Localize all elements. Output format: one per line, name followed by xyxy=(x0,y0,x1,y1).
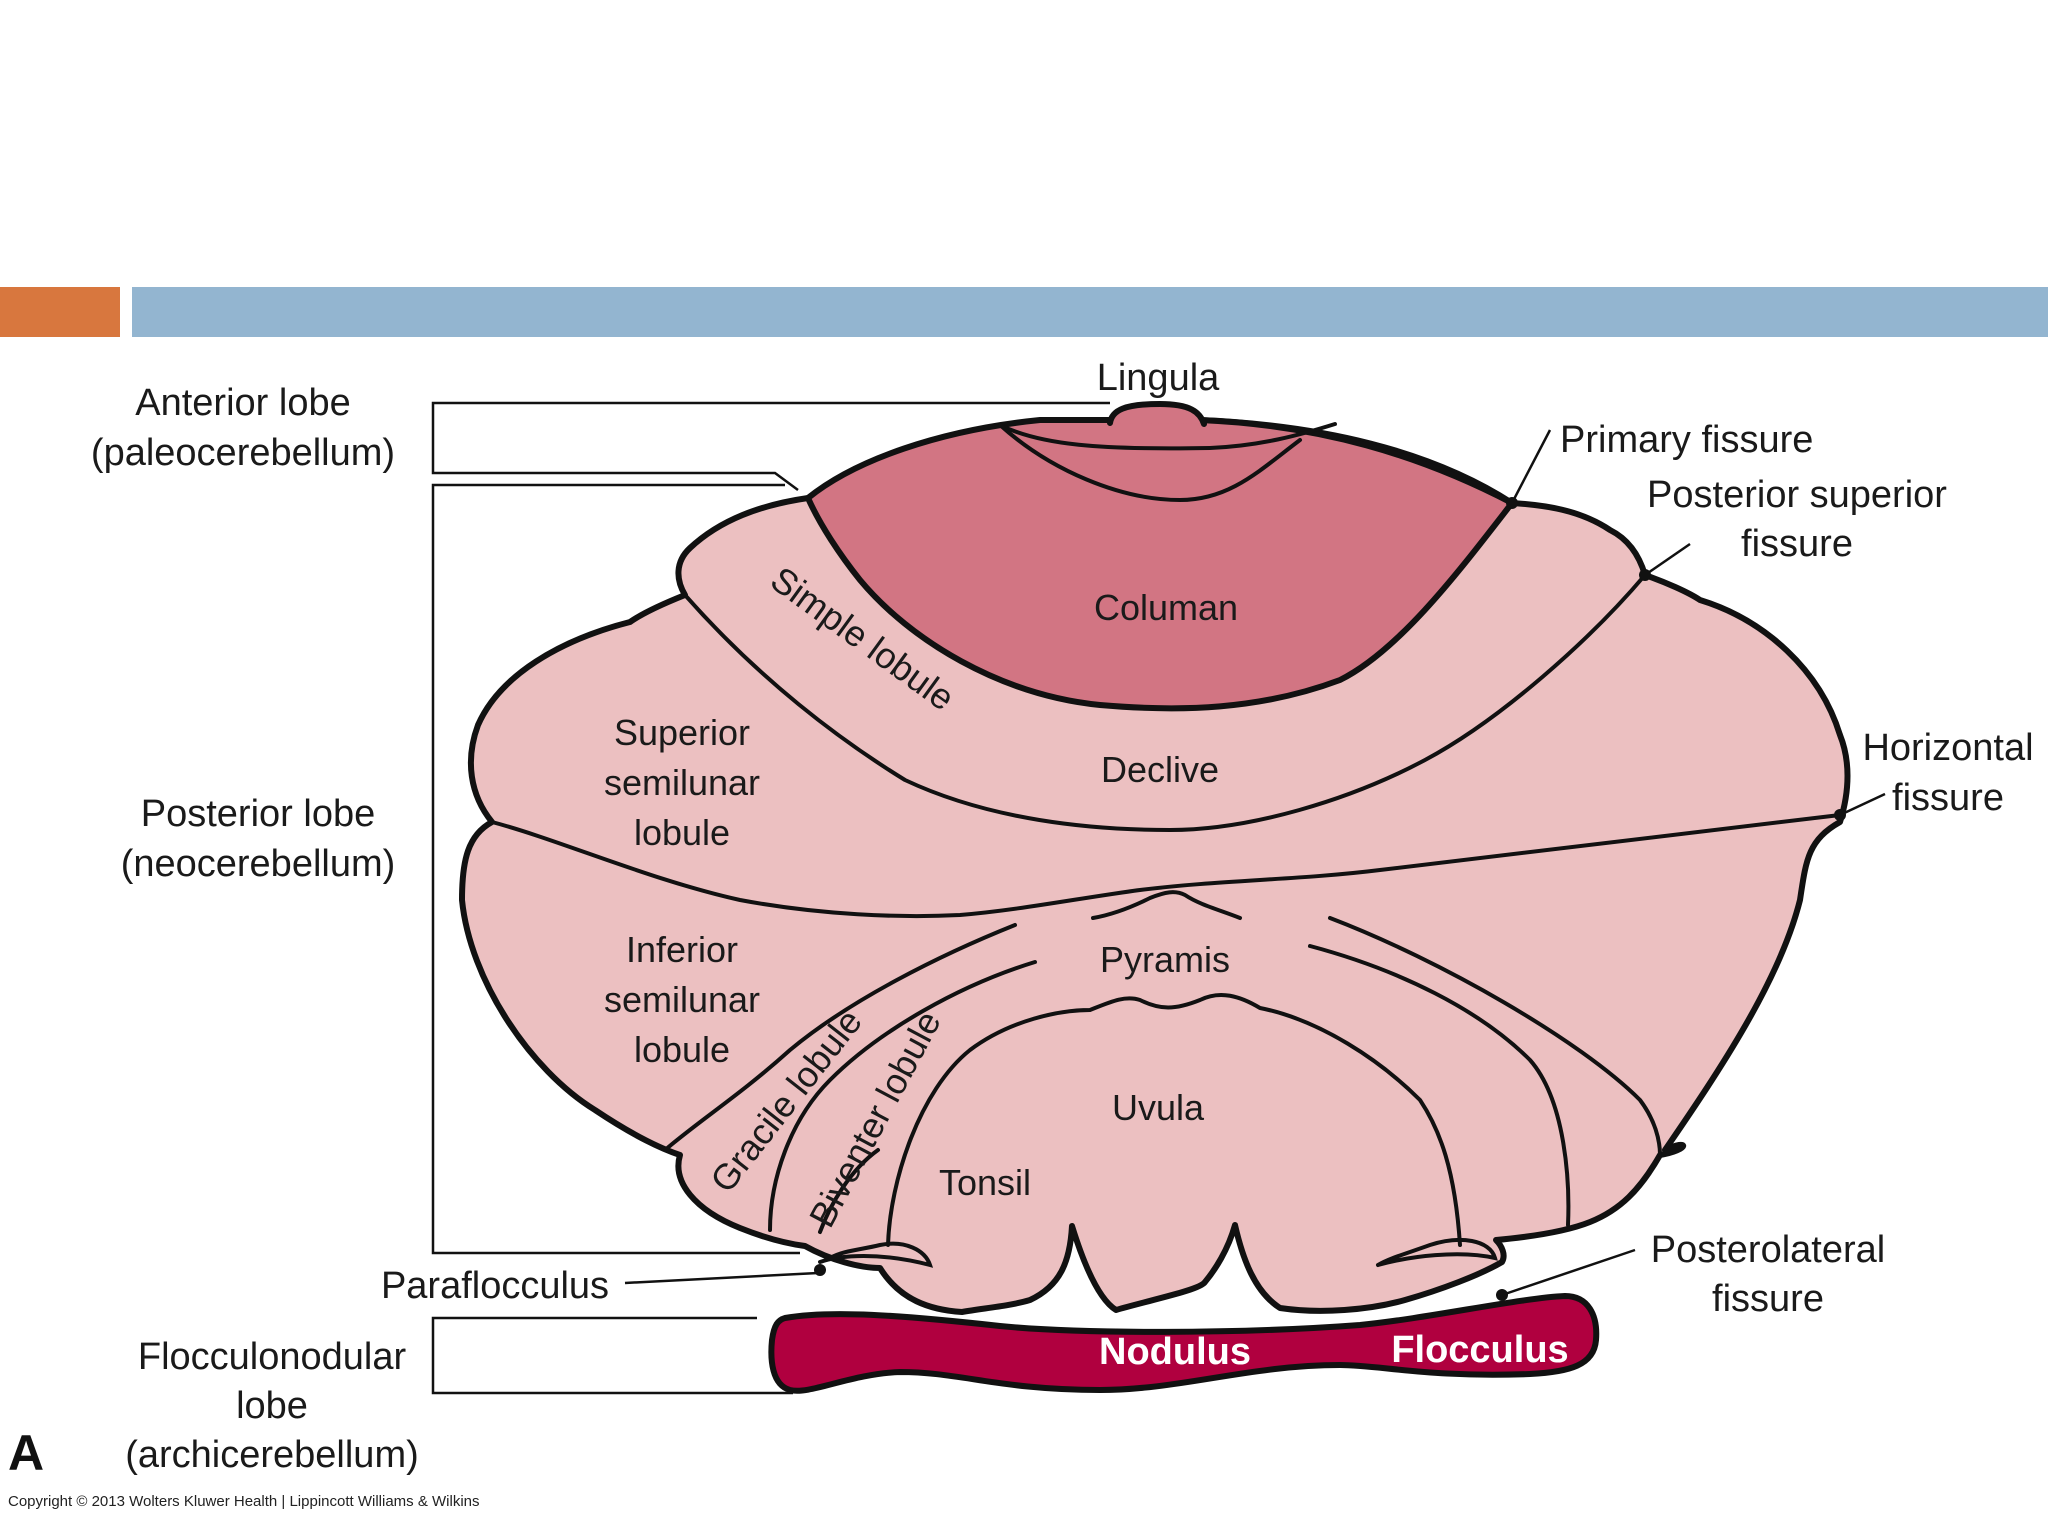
posterior-superior-leader xyxy=(1644,542,1691,577)
label-posterior-superior-fissure: fissure xyxy=(1741,523,1853,565)
label-lingula: Lingula xyxy=(1097,357,1220,399)
posterolateral-leader xyxy=(1501,1248,1636,1297)
label-declive: Declive xyxy=(1101,749,1219,790)
posterior-bracket xyxy=(431,483,800,1255)
label-paraflocculus: Paraflocculus xyxy=(381,1265,609,1307)
copyright-text: Copyright © 2013 Wolters Kluwer Health |… xyxy=(8,1493,480,1510)
superior-semilunar-border xyxy=(490,813,1842,919)
anterior-lobe-shape xyxy=(805,417,1515,712)
label-flocculus: Flocculus xyxy=(1391,1329,1568,1371)
tonsil-outline xyxy=(818,1148,880,1234)
paraflocculus-left xyxy=(818,1241,934,1268)
inferior-line-right-2 xyxy=(1308,944,1571,1227)
label-columan: Columan xyxy=(1094,587,1238,628)
pyramis-top-left xyxy=(1091,890,1242,920)
paraflocculus-dot xyxy=(814,1264,826,1276)
posterior-superior-dot xyxy=(1639,569,1651,581)
posterior-lobe-shape xyxy=(459,417,1851,1315)
label-posterolateral-fissure: fissure xyxy=(1712,1278,1824,1320)
posterolateral-dot xyxy=(1496,1289,1508,1301)
label-inferior-semilunar-3: lobule xyxy=(634,1029,730,1070)
label-uvula: Uvula xyxy=(1112,1087,1205,1128)
horizontal-fissure-leader xyxy=(1839,792,1886,817)
flocculonodular-shape xyxy=(768,1293,1600,1394)
label-tonsil: Tonsil xyxy=(939,1162,1031,1203)
horizontal-fissure-dot xyxy=(1834,809,1846,821)
lingula-inner xyxy=(998,422,1337,451)
label-pyramis: Pyramis xyxy=(1100,939,1230,980)
title-bar-accent xyxy=(0,287,120,337)
simple-lobule-border-left xyxy=(683,573,1647,833)
paraflocculus-leader xyxy=(624,1271,819,1285)
label-inferior-semilunar-2: semilunar xyxy=(604,979,760,1020)
label-posterior-lobe: Posterior lobe xyxy=(141,793,375,835)
label-horizontal-fissure: fissure xyxy=(1892,777,2004,819)
label-primary-fissure: Primary fissure xyxy=(1560,419,1813,461)
label-anterior-lobe: Anterior lobe xyxy=(135,382,350,424)
flocculonodular-bracket xyxy=(431,1316,793,1395)
label-archicerebellum: (archicerebellum) xyxy=(125,1434,419,1476)
uvula-outline xyxy=(886,992,1462,1247)
panel-letter: A xyxy=(8,1425,44,1481)
label-flocculonodular: Flocculonodular xyxy=(138,1336,407,1378)
inferior-line-right-1 xyxy=(1328,916,1662,1157)
label-flocculonodular-lobe: lobe xyxy=(236,1385,308,1427)
label-paleocerebellum: (paleocerebellum) xyxy=(91,432,395,474)
lingula-shape xyxy=(1107,401,1207,427)
label-neocerebellum: (neocerebellum) xyxy=(121,843,396,885)
primary-fissure-dot xyxy=(1506,497,1518,509)
label-superior-semilunar-2: semilunar xyxy=(604,762,760,803)
label-inferior-semilunar-1: Inferior xyxy=(626,929,738,970)
primary-fissure-leader xyxy=(1510,429,1552,504)
label-superior-semilunar-3: lobule xyxy=(634,812,730,853)
anterior-bracket xyxy=(431,401,1110,492)
label-horizontal: Horizontal xyxy=(1862,727,2033,769)
label-posterolateral: Posterolateral xyxy=(1651,1229,1885,1271)
inferior-line-left-2 xyxy=(768,960,1037,1232)
label-superior-semilunar-1: Superior xyxy=(614,712,750,753)
paraflocculus-right xyxy=(1376,1237,1498,1267)
columan-inner xyxy=(998,423,1302,503)
label-nodulus: Nodulus xyxy=(1099,1331,1251,1373)
inferior-line-left-1 xyxy=(663,923,1017,1152)
title-bar xyxy=(132,287,2048,337)
label-posterior-superior: Posterior superior xyxy=(1647,474,1947,516)
